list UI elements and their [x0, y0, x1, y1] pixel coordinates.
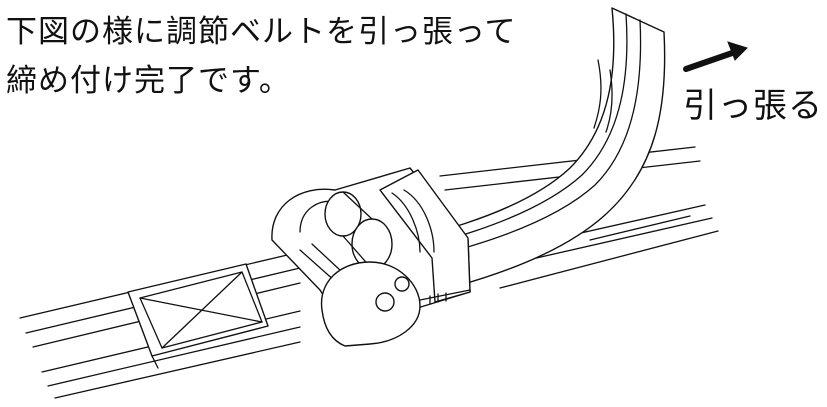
- instruction-text: 下図の様に調節ベルトを引っ張って 締め付け完了です。: [6, 8, 516, 106]
- arrow-right-up-icon: [683, 41, 748, 72]
- ratchet-buckle: [271, 167, 471, 347]
- pull-label: 引っ張る: [683, 86, 823, 126]
- instruction-line-2: 締め付け完了です。: [6, 63, 291, 99]
- instruction-line-1: 下図の様に調節ベルトを引っ張って: [6, 14, 517, 50]
- strap-label-plate: [127, 263, 269, 369]
